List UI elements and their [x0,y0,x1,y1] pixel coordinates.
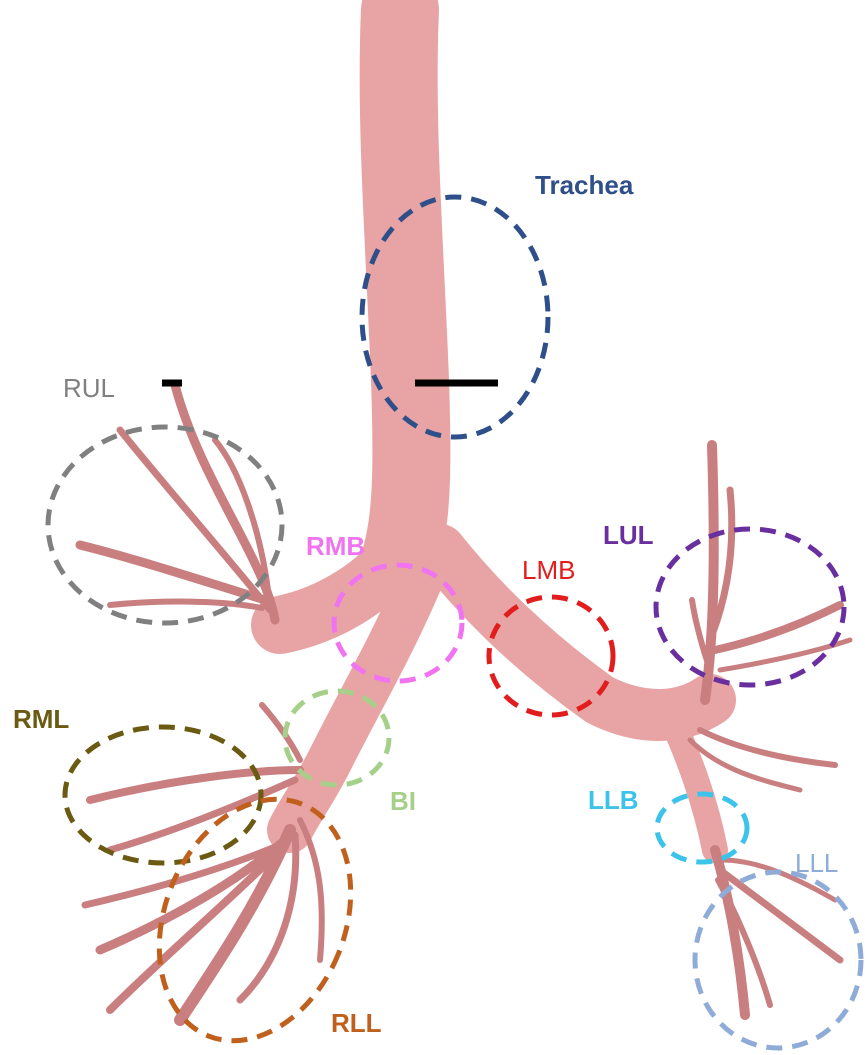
trachea-segment [399,10,412,560]
bi-label: BI [390,788,416,814]
lmb-label: LMB [522,557,575,583]
rll-label: RLL [331,1010,382,1036]
airway-tree [80,10,850,1020]
rul-region-ellipse [48,427,282,623]
lul-label: LUL [603,522,654,548]
rml-label: RML [13,706,69,732]
lul-region-ellipse [656,529,844,685]
rul-label: RUL [63,375,115,401]
rul-branch [120,430,270,610]
trachea-label: Trachea [535,172,633,198]
lll-label: LLL [795,850,838,876]
rml-branch [90,770,300,800]
rmb-label: RMB [306,533,365,559]
llb-label: LLB [588,787,639,813]
lul-branch [715,605,840,650]
